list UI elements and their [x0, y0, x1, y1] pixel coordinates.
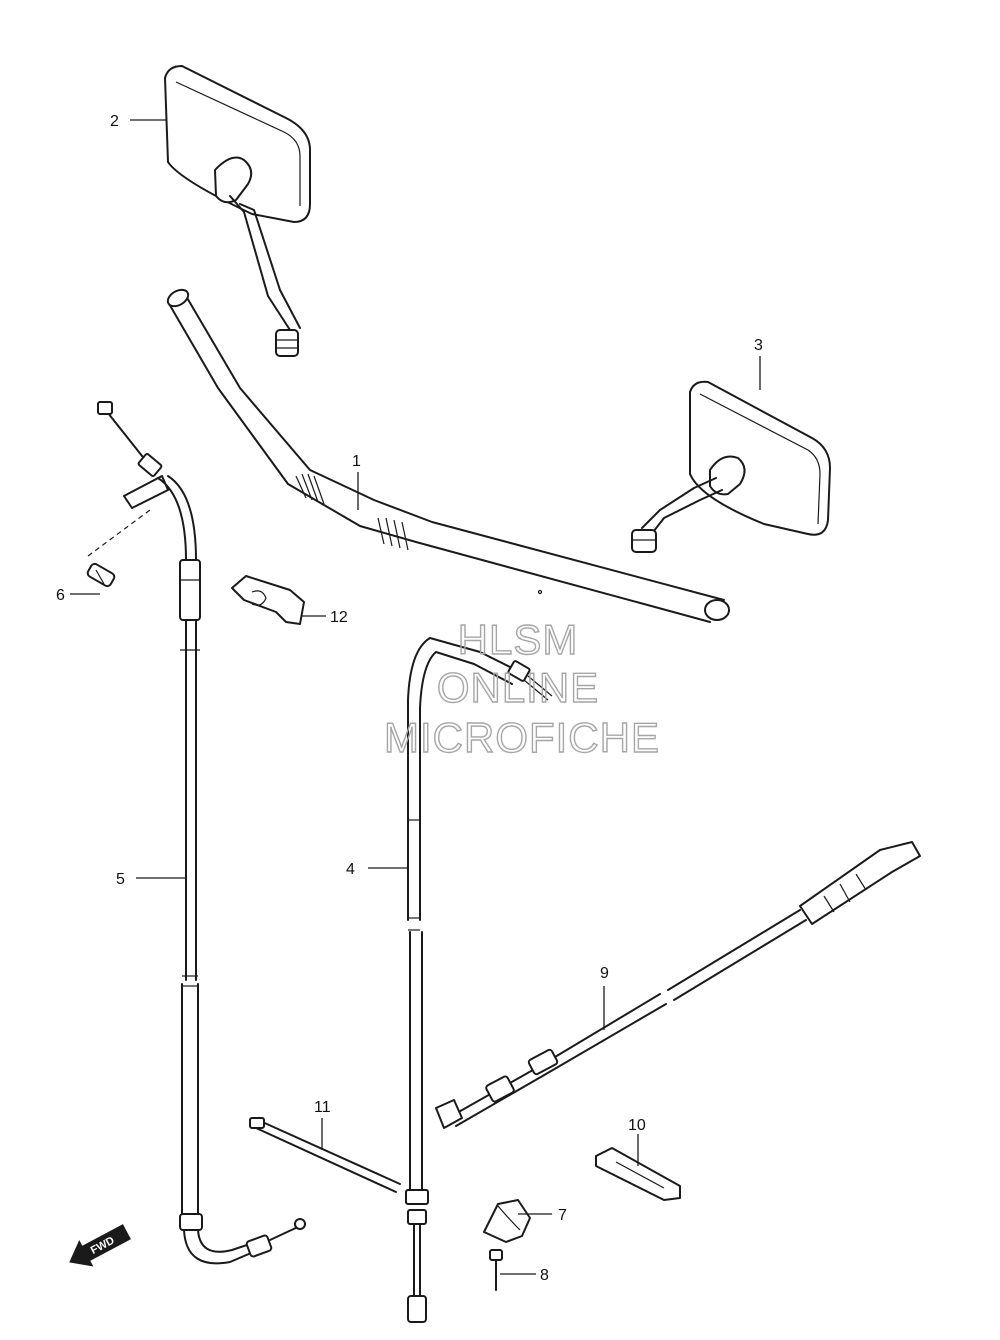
- callout-numbers: 1 2 3 4 5 6 7 8 9 10 11 12: [56, 113, 763, 1284]
- left-cable: [97, 401, 306, 1265]
- handlebar: [166, 288, 730, 623]
- callout-2: 2: [110, 113, 119, 130]
- knurled-grip-section-left: [295, 473, 325, 505]
- callout-7: 7: [558, 1207, 567, 1224]
- watermark-line-2: ONLINE: [437, 664, 599, 711]
- watermark-line-1: HLSM: [458, 616, 579, 663]
- right-mirror: [631, 380, 831, 553]
- long-cable: [435, 841, 921, 1129]
- callout-8: 8: [540, 1267, 549, 1284]
- callout-3: 3: [754, 337, 763, 354]
- callout-11: 11: [314, 1099, 331, 1116]
- bolt: [489, 1249, 503, 1291]
- watermark: HLSM ONLINE MICROFICHE: [383, 615, 660, 761]
- cable-tie: [249, 1117, 401, 1193]
- watermark-line-3: MICROFICHE: [384, 714, 660, 761]
- fwd-arrow-icon: FWD: [69, 1224, 131, 1267]
- callout-1: 1: [352, 453, 361, 470]
- callout-4: 4: [346, 861, 355, 878]
- clamp: [231, 575, 305, 625]
- callout-leaders: [70, 119, 761, 1275]
- callout-10: 10: [628, 1117, 646, 1134]
- bracket: [595, 1147, 681, 1201]
- knurled-grip-section-center: [377, 517, 409, 551]
- callout-5: 5: [116, 871, 125, 888]
- callout-9: 9: [600, 965, 609, 982]
- callout-12: 12: [330, 609, 348, 626]
- center-cable: [405, 637, 553, 1323]
- left-mirror: [164, 65, 311, 357]
- screw: [86, 509, 151, 588]
- clip: [483, 1199, 531, 1243]
- callout-6: 6: [56, 587, 65, 604]
